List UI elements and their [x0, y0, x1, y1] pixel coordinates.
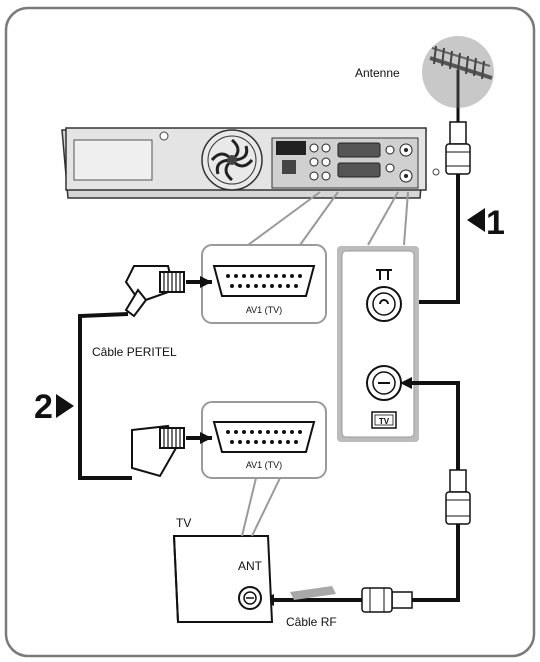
rf-direction-arrow	[290, 586, 336, 600]
av1-tv-label-top: AV1 (TV)	[246, 305, 282, 315]
step-2-marker: 2	[34, 388, 74, 426]
ant-label: ANT	[238, 559, 263, 573]
recorder-rear-panel	[61, 127, 440, 199]
antenna-cable	[400, 108, 471, 308]
rf-cable	[262, 377, 471, 613]
scart-plug-top	[124, 265, 185, 318]
tv-set	[172, 535, 274, 623]
tv-jack-badge: TV	[379, 417, 390, 426]
av1-tv-label-bottom: AV1 (TV)	[246, 460, 282, 470]
scart-socket-callout-top	[201, 244, 327, 324]
step-1-number: 1	[486, 204, 505, 242]
step-1-marker: 1	[467, 204, 505, 242]
step-2-number: 2	[34, 388, 53, 426]
scart-cable	[78, 265, 212, 480]
scart-cable-label: Câble PERITEL	[92, 345, 177, 359]
scart-socket-callout-bottom	[201, 401, 327, 479]
antenna-illustration	[422, 36, 494, 110]
tv-label: TV	[176, 516, 191, 530]
antenna-label: Antenne	[355, 66, 400, 80]
rf-cable-label: Câble RF	[286, 615, 337, 629]
tv-callout-lines	[241, 477, 281, 537]
antenna-jack-panel: TV	[337, 246, 419, 442]
callout-lines	[247, 191, 409, 246]
scart-plug-bottom	[131, 424, 185, 478]
